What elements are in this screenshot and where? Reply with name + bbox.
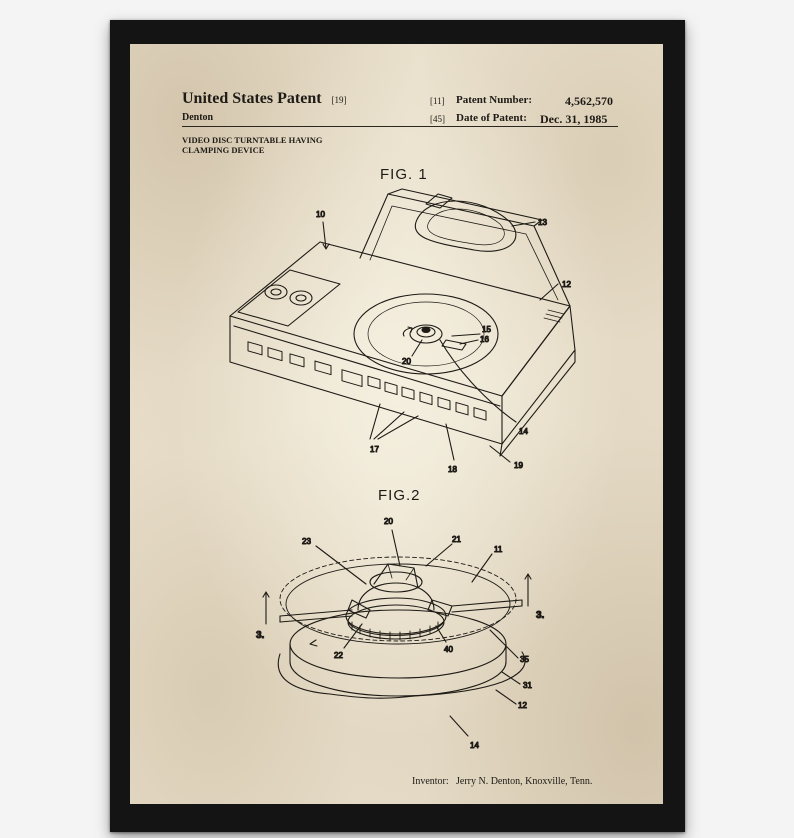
fig1-ref: 13 [538,218,547,227]
fig2-ref: 31 [523,681,532,690]
fig2-ref: 11 [494,545,503,554]
fig2-label: FIG.2 [378,487,421,504]
number-value: 4,562,570 [565,94,613,108]
inventor-surname: Denton [182,112,214,123]
fig1-ref: 17 [370,445,379,454]
patent-drawings: 10 13 12 15 16 20 14 17 18 19 [229,188,576,751]
fig2-ref: 20 [384,517,393,526]
fig1-ref: 20 [402,357,411,366]
number-label: Patent Number: [456,94,533,106]
fig1-ref: 12 [562,280,571,289]
fig1-ref: 14 [519,427,528,436]
header-rule [182,126,618,127]
patent-print: United States Patent [19] Denton [11] Pa… [130,44,663,804]
fig2-ref: 35 [520,655,529,664]
fig1-label: FIG. 1 [380,166,428,183]
number-code: [11] [430,96,445,106]
fig2-ref: 40 [444,645,453,654]
subject-line-1: VIDEO DISC TURNTABLE HAVING [182,135,323,145]
fig2-ref: 21 [452,535,461,544]
fig1-ref: 19 [514,461,523,470]
inventor-label: Inventor: [412,776,449,787]
date-code: [45] [430,114,445,124]
fig1-drawing: 10 13 12 15 16 20 14 17 18 19 [229,188,576,475]
patent-title: United States Patent [19] [182,90,347,108]
fig2-ref: 22 [334,651,343,660]
fig2-ref: 3. [536,610,545,621]
fig1-ref: 15 [482,325,491,334]
date-label: Date of Patent: [456,112,527,124]
fig1-ref: 10 [316,210,325,219]
date-value: Dec. 31, 1985 [540,112,608,126]
fig2-ref: 12 [518,701,527,710]
subject-line-2: CLAMPING DEVICE [182,145,265,155]
inventor-value: Jerry N. Denton, Knoxville, Tenn. [456,776,593,787]
fig2-ref: 3. [256,630,265,641]
fig2-ref: 23 [302,537,311,546]
fig1-ref: 18 [448,465,457,474]
patent-title-text: United States Patent [182,90,322,107]
title-code: [19] [331,95,347,105]
fig2-ref: 14 [470,741,479,750]
fig1-ref: 16 [480,335,489,344]
fig2-drawing: 20 23 21 11 3. 3. 22 40 35 31 12 14 [255,516,545,750]
